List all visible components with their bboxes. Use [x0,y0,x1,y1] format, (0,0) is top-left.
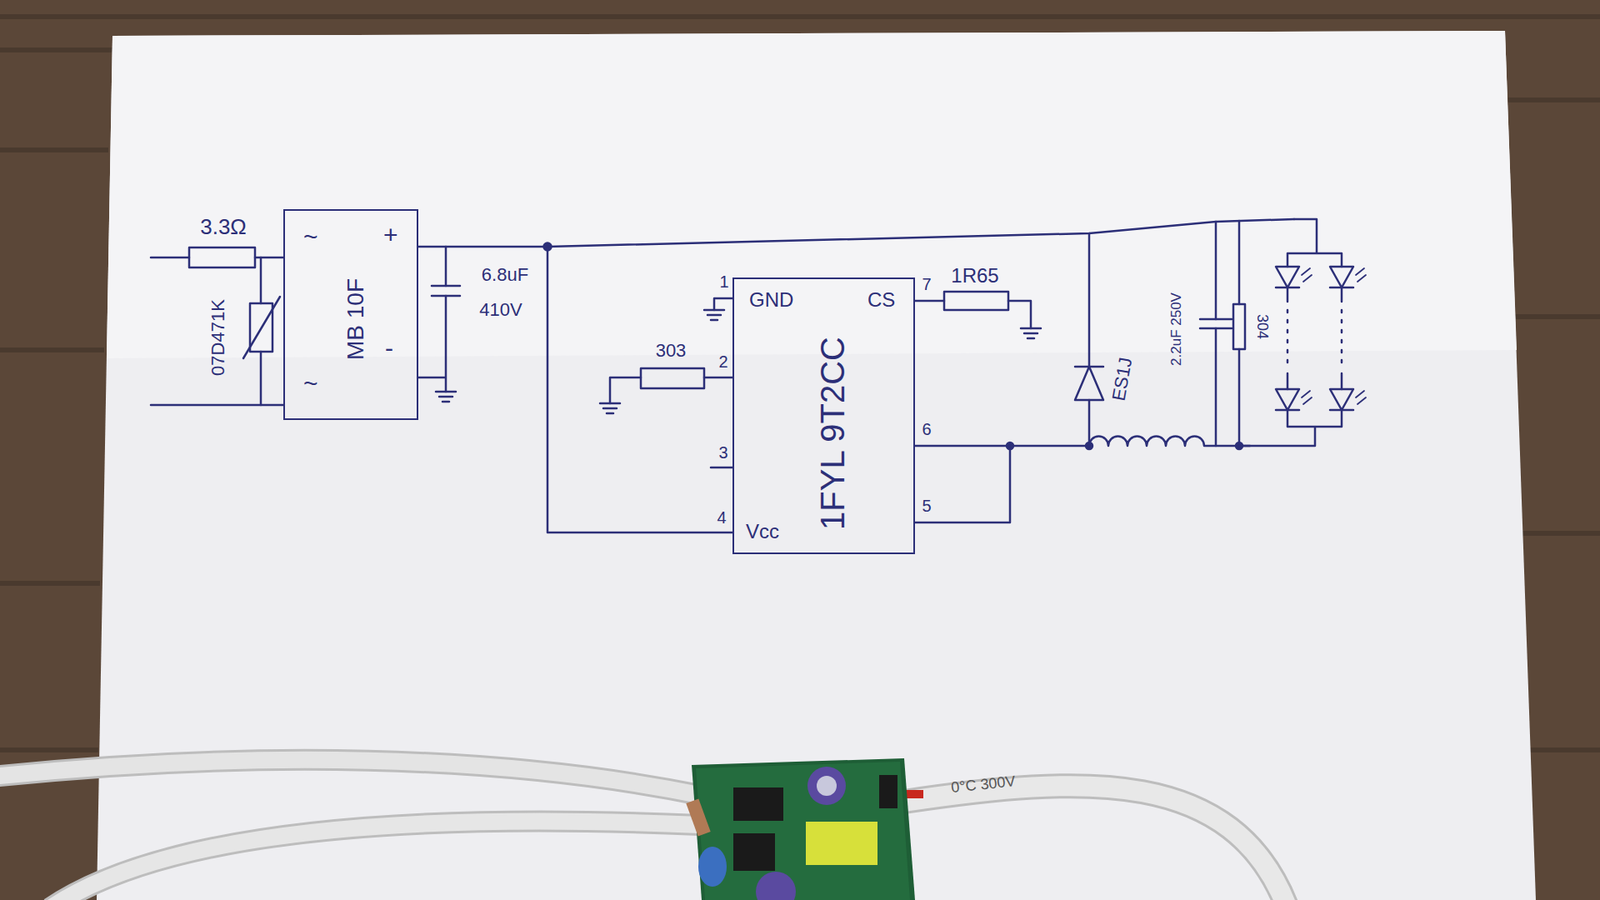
ink-wiring [150,219,1366,523]
pin-number: 6 [921,420,931,439]
node-text: CS [867,289,895,311]
pcb-module-part [691,758,915,900]
bleeder-wire [1238,220,1241,446]
ground-symbol [704,310,725,320]
led-wire [1239,219,1342,446]
led-symbol [1275,389,1300,410]
resistor-value: 304 [1253,314,1270,340]
resistor-value: 1R65 [950,265,999,287]
bulk-cap-wire [418,246,446,392]
pcb-module-part [879,775,898,809]
pin3-stub [710,466,733,470]
ground-symbol [600,403,620,414]
input-wire-bottom [150,404,284,407]
capacitor-voltage: 410V [479,300,522,320]
rail-wire [547,219,1295,247]
cables-part [904,785,1288,900]
pcb-module-part [695,761,910,900]
pin-number: 3 [718,443,728,462]
diode-part: ES1J [1109,355,1137,403]
pcb-module-part [733,787,784,821]
diode-symbol [1075,366,1104,400]
cables-part [50,821,700,900]
pcb-module-part [805,821,878,865]
resistor-value: 3.3Ω [200,215,247,240]
resistor-symbol [1233,304,1245,350]
pcb-module-part [698,846,727,887]
led-bar [1330,409,1354,412]
bridge-rectifier-box: ~ + MB 10F ~ - [283,209,419,420]
wire-connector [418,246,733,533]
ground-symbol [435,391,456,402]
diode-wire [1088,233,1091,446]
led-bar [1330,286,1354,290]
node-text: MB 10F [343,278,370,360]
ground-symbol [1020,328,1041,339]
capacitor-symbol [1200,319,1232,329]
cables-part [50,821,700,900]
resistor-symbol [944,291,1009,310]
pcb-module-part [685,799,710,837]
dotted-continuation [1287,310,1342,367]
pin2-wire [610,377,733,404]
light-arrows [1301,268,1366,405]
inductor-symbol [1089,436,1250,447]
capacitor-value: 2.2uF 250V [1169,292,1185,366]
pin-number: 7 [921,275,931,294]
cables-part [904,785,1288,900]
capacitor-value: 6.8uF [481,265,529,285]
cable-print: 0°C 300V [950,773,1017,797]
input-wire-top [150,256,284,260]
pcb-module-part [816,775,837,796]
switch-node-wire [915,445,1090,523]
cables-part [0,760,705,796]
pcb-module-part [755,871,796,900]
pin-number: 5 [921,496,931,515]
capacitor-symbol [431,285,460,296]
output-cap-wire [1215,221,1218,446]
node-text: ~ [303,222,319,250]
led-bar [1275,286,1300,290]
node-text: ~ [303,369,319,397]
led-symbol [1330,266,1354,288]
led-symbol [1275,266,1300,288]
ic-box: GND CS 1FYL 9T2CC Vcc [732,277,915,555]
node-text: GND [749,289,794,311]
resistor-value: 303 [655,340,687,361]
pin-number: 4 [716,508,726,527]
cables-part [0,760,705,796]
pin-number: 1 [719,272,729,291]
node-text: 1FYL 9T2CC [814,336,851,530]
junction-dot [1006,442,1014,450]
node-text: Vcc [745,520,780,543]
pcb-module [685,758,924,900]
led-symbol [1330,389,1354,410]
resistor-symbol [189,247,255,268]
cables [0,760,1288,900]
pcb-module-part [807,766,846,805]
varistor-slash [243,296,280,359]
pcb-module-part [733,833,775,871]
varistor-part: 07D471K [208,299,229,376]
node-text: + [383,220,399,249]
pin-number: 2 [718,352,728,371]
cs-wire [915,300,1031,329]
node-text: - [385,334,394,362]
led-bar [1275,409,1300,412]
paper-sheet-part [106,30,1517,359]
pin1-wire [714,298,733,310]
resistor-symbol [640,368,705,389]
diode-bar [1075,365,1104,369]
